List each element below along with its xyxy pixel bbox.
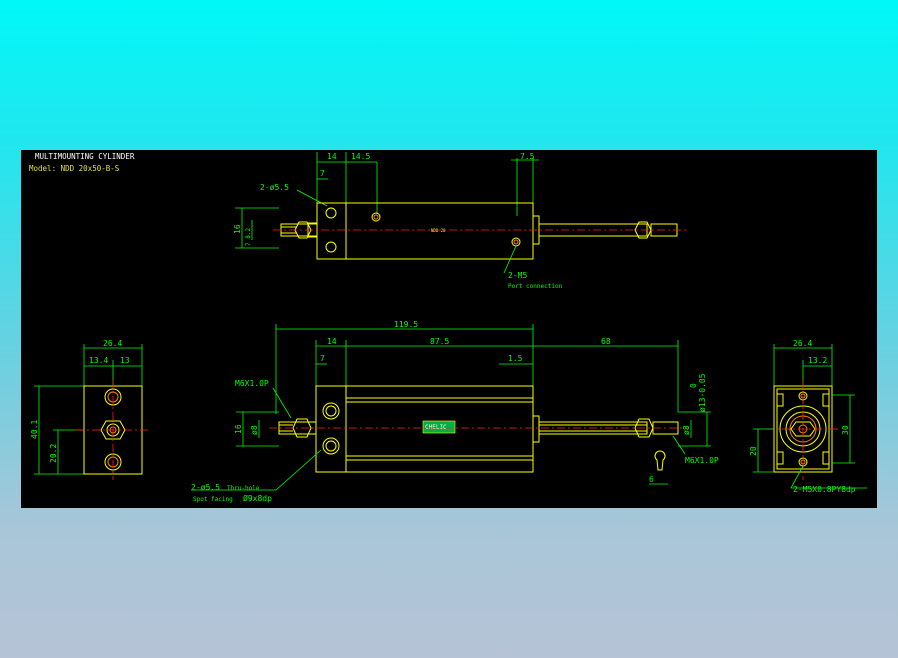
right-dim-20: 20 bbox=[749, 446, 758, 456]
dim-14-top: 14 bbox=[327, 152, 337, 161]
right-end-view: 26.4 13.2 20 30 2-M5X0.8PY8dp bbox=[749, 339, 867, 494]
drawing-title: MULTIMOUNTING CYLINDER bbox=[35, 152, 135, 161]
top-view: 14 14.5 7.5 7 16 7 8.2 2-ø5.5 NDD 20 bbox=[233, 152, 689, 290]
dim-7-5-top: 7.5 bbox=[520, 152, 535, 161]
left-dim-20-2: 20.2 bbox=[49, 444, 58, 463]
left-dim-13-4: 13.4 bbox=[89, 356, 108, 365]
spot-facing-label: Spot facing bbox=[193, 496, 233, 503]
front-body-tag: CHELIC bbox=[425, 424, 447, 431]
right-dim-13-2: 13.2 bbox=[808, 356, 827, 365]
left-dim-width: 26.4 bbox=[103, 339, 122, 348]
dim-119-5: 119.5 bbox=[394, 320, 418, 329]
dim-7-front: 7 bbox=[320, 354, 325, 363]
dim-68: 68 bbox=[601, 337, 611, 346]
right-dim-30: 30 bbox=[841, 425, 850, 435]
dim-87-5: 87.5 bbox=[430, 337, 449, 346]
front-view: 119.5 14 87.5 68 7 1.5 16 ø8 M6X1.0P bbox=[191, 320, 719, 503]
left-end-view: 26.4 13.4 13 40.1 20.2 bbox=[30, 339, 150, 480]
top-hole-label: 2-ø5.5 bbox=[260, 183, 289, 192]
dim-d8-left: ø8 bbox=[250, 425, 259, 435]
dim-7-8-2: 7 8.2 bbox=[245, 228, 252, 246]
dim-d8-right: ø8 bbox=[682, 425, 691, 435]
dim-6: 6 bbox=[649, 475, 654, 484]
dim-1-5: 1.5 bbox=[508, 354, 523, 363]
front-hole-label: 2-ø5.5 bbox=[191, 483, 220, 492]
left-dim-13: 13 bbox=[120, 356, 130, 365]
left-dim-40-1: 40.1 bbox=[30, 420, 39, 439]
dim-16-front: 16 bbox=[234, 424, 243, 434]
rod-tol-zero: 0 bbox=[689, 383, 698, 388]
rod-diameter-tol: ø13-0.05 bbox=[698, 373, 707, 412]
right-tap-label: 2-M5X0.8PY8dp bbox=[793, 485, 856, 494]
spot-facing-value: Ø9x8dp bbox=[243, 493, 272, 503]
top-port-note: Port connection bbox=[508, 283, 563, 290]
top-body-tag: NDD 20 bbox=[431, 228, 446, 233]
thread-right-label: M6X1.0P bbox=[685, 456, 719, 465]
right-dim-width: 26.4 bbox=[793, 339, 812, 348]
dim-14-5-top: 14.5 bbox=[351, 152, 370, 161]
thread-left-label: M6X1.0P bbox=[235, 379, 269, 388]
dim-14-front: 14 bbox=[327, 337, 337, 346]
top-port-label: 2-M5 bbox=[508, 271, 527, 280]
dim-16-top: 16 bbox=[233, 224, 242, 234]
model-label: Model: NDD 20x50-B-S bbox=[29, 164, 120, 173]
cad-drawing: MULTIMOUNTING CYLINDER Model: NDD 20x50-… bbox=[21, 150, 877, 508]
front-hole-suffix: Thru-hole bbox=[227, 485, 260, 492]
dim-7-top: 7 bbox=[320, 169, 325, 178]
